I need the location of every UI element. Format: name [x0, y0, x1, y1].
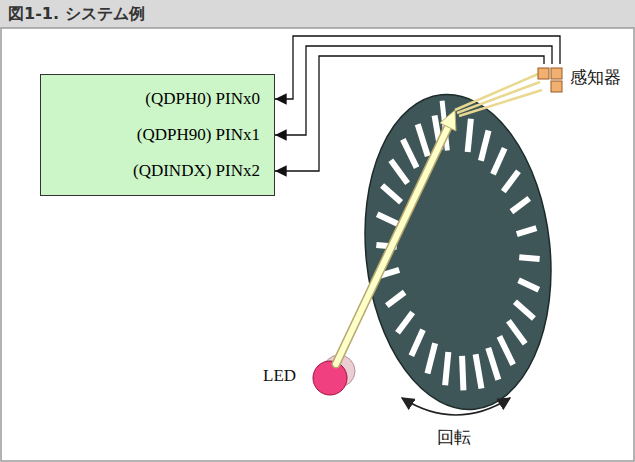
pin-name: (QDINDX) PINx2	[133, 158, 260, 184]
wheel-slot	[488, 347, 498, 380]
rotation-arrow	[402, 398, 510, 415]
beam-ray	[457, 82, 540, 113]
wheel-slot	[442, 352, 452, 385]
beam-body	[336, 127, 448, 364]
wheel-slot	[418, 124, 428, 157]
wheel-slot	[382, 184, 401, 204]
light-beam	[336, 74, 542, 364]
wheel-slot	[377, 212, 397, 225]
wheel-disc	[350, 85, 566, 419]
signal-wire	[275, 56, 544, 171]
pin-name: (QDPH0) PINx0	[145, 86, 260, 112]
wheel-slot	[478, 130, 492, 160]
sensor-cell	[551, 81, 562, 92]
wheel-slot	[519, 278, 539, 291]
figure-title: 図1-1. システム例	[8, 4, 145, 25]
wheel-slot	[508, 319, 525, 345]
wheel-slot	[515, 300, 534, 320]
sensor-cell	[538, 68, 549, 79]
wheel-slot	[424, 343, 438, 373]
wheel-slot	[403, 138, 417, 168]
wheel-slot	[464, 119, 474, 152]
beam-head	[440, 110, 456, 131]
wheel-slot	[519, 255, 539, 261]
code-wheel	[350, 85, 566, 419]
wheel-slot	[396, 313, 415, 333]
led-label: LED	[263, 366, 296, 386]
wheel-slot	[391, 159, 408, 185]
wheel-slot	[516, 228, 536, 234]
sensor: 感知器	[534, 64, 629, 104]
rotation-label: 回転	[437, 426, 471, 449]
sensor-label: 感知器	[570, 64, 629, 90]
led-symbol	[313, 361, 347, 395]
signal-wire	[275, 46, 552, 135]
pin-box: (QDPH0) PINx0 (QDPH90) PINx1 (QDINDX) PINx…	[40, 74, 275, 196]
wheel-slot	[409, 330, 426, 356]
beam-outline	[336, 127, 448, 364]
sensor-symbol	[534, 64, 566, 96]
wheel-slot	[499, 335, 513, 365]
wheel-slot	[490, 148, 507, 174]
sensor-cell	[551, 68, 562, 79]
panel-frame	[1, 28, 634, 461]
wheel-slot	[501, 171, 520, 191]
beam-ray	[459, 90, 542, 116]
wheel-slot	[460, 356, 466, 391]
pin-name: (QDPH90) PINx1	[137, 122, 260, 148]
wheel-slot	[476, 354, 482, 389]
wheel-slot	[510, 198, 530, 211]
wheel-slot	[386, 292, 406, 305]
